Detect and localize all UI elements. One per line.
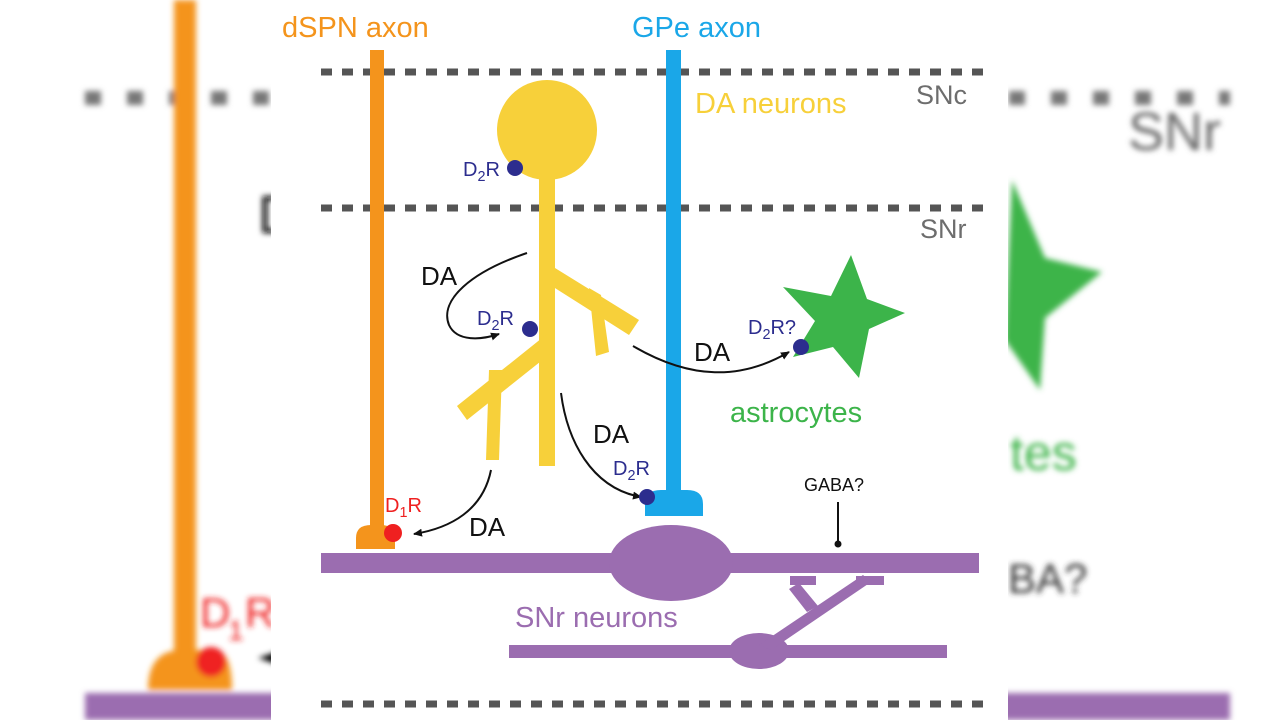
d1r-label: D1R [385, 495, 422, 520]
d2r-label-dendrite: D2R [477, 308, 514, 333]
snr-dendrite-twig-left [789, 583, 818, 612]
da-arrow-autoreceptor [446, 252, 528, 341]
d1-receptor-dot [384, 524, 402, 542]
snr-neurons [321, 525, 979, 669]
d2r-label-gpe-terminal: D2R [613, 458, 650, 483]
snr-neurons-label: SNr neurons [515, 602, 678, 634]
bg-d1r-sub-label: 1 [228, 615, 244, 646]
d1r-d: D [385, 495, 400, 517]
da-label-dspn-terminal: DA [469, 512, 506, 542]
d2r-gpe-d: D [613, 458, 628, 480]
diagram-canvas [321, 50, 983, 708]
d2r-dendrite-d: D [477, 308, 492, 330]
astrocytes-label: astrocytes [730, 397, 863, 429]
d2r-label-astrocyte: D2R? [748, 317, 797, 342]
da-arrow-dspn-terminal [413, 469, 492, 537]
da-neuron-dendrite-trunk [539, 160, 555, 466]
gpe-axon [666, 50, 681, 498]
dspn-axon-label: dSPN axon [282, 12, 429, 44]
d2r-soma-r: R [485, 159, 500, 181]
da-neuron-soma [497, 80, 597, 180]
snr-dendrite-terminal-left [790, 576, 816, 585]
d2r-astro-sub: 2 [762, 327, 771, 344]
da-label-gpe-terminal: DA [593, 419, 630, 449]
d2-receptor-dot-astrocyte [793, 339, 809, 355]
da-arrow-gpe-terminal [560, 392, 642, 500]
bg-gaba-fragment: BA? [1008, 555, 1087, 602]
d2r-astro-d: D [748, 317, 763, 339]
d2r-dendrite-r: R [499, 308, 514, 330]
bg-astrocyte-star [1005, 180, 1102, 390]
d2r-gpe-sub: 2 [627, 468, 636, 485]
bg-snr-label: SNr [1128, 102, 1221, 162]
gpe-axon-label: GPe axon [632, 12, 761, 44]
da-neurons-label: DA neurons [695, 88, 847, 120]
d2r-astro-r: R? [770, 317, 797, 339]
snr-lower-dendrite [759, 575, 871, 650]
snr-neuron-upper-soma [609, 525, 733, 601]
snr-region-label: SNr [920, 214, 967, 244]
d2r-dendrite-sub: 2 [491, 318, 500, 335]
snc-region-label: SNc [916, 80, 968, 110]
d2r-soma-sub: 2 [477, 169, 486, 186]
da-label-astrocyte: DA [694, 337, 731, 367]
dspn-axon [370, 50, 384, 538]
da-dendrite-right-twig [589, 288, 609, 356]
da-neuron [457, 80, 639, 466]
gaba-pointer-dot [834, 540, 842, 548]
bg-astrocytes-fragment: tes [1010, 425, 1077, 481]
astrocyte-star [783, 255, 905, 378]
gpe-axon-terminal [645, 490, 703, 516]
d1r-sub: 1 [399, 505, 408, 522]
da-arrow-astrocyte [632, 345, 790, 374]
d2-receptor-dot-gpe-terminal [639, 489, 655, 505]
bg-d1-receptor-dot [196, 647, 226, 677]
da-dendrite-left-twig [486, 370, 502, 460]
gaba-label: GABA? [804, 475, 865, 495]
d1r-r: R [407, 495, 422, 517]
snr-neuron-lower-process [509, 645, 947, 658]
diagram-panel: dSPN axon GPe axon DA neurons SNc SNr as… [271, 0, 1008, 720]
d2r-soma-d: D [463, 159, 478, 181]
da-dendrite-left-branch [457, 334, 555, 420]
da-label-autoreceptor: DA [421, 261, 458, 291]
bg-d1r-r-label: R [245, 589, 275, 636]
d2-receptor-dot-soma [507, 160, 523, 176]
bg-dspn-axon [174, 0, 196, 660]
d2r-gpe-r: R [635, 458, 650, 480]
d2-receptor-dot-dendrite [522, 321, 538, 337]
snr-dendrite-terminal-right [856, 576, 884, 585]
d2r-label-soma: D2R [463, 159, 500, 184]
bg-d1r-d-label: D [200, 589, 230, 636]
